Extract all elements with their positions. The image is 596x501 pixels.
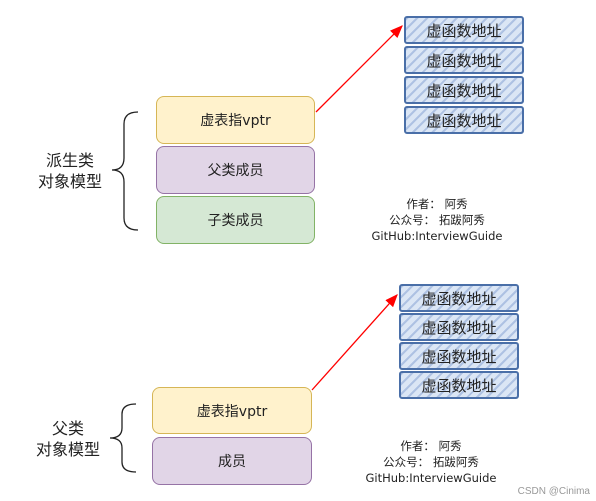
bottom-author-line1: 作者： 阿秀 <box>400 439 462 453</box>
bottom-vptr-arrow <box>311 294 398 391</box>
bottom-vtable-entry: 虚函数地址 <box>399 313 519 341</box>
top-vtable-entry-label: 虚函数地址 <box>426 51 502 70</box>
bottom-author-line2: 公众号： 拓跋阿秀 <box>383 455 479 469</box>
top-vtable-entry: 虚函数地址 <box>404 76 524 104</box>
bottom-vtable-entry-label: 虚函数地址 <box>421 289 497 308</box>
bottom-vtable-entry-label: 虚函数地址 <box>421 376 497 395</box>
top-model-label-line1: 派生类 <box>45 151 94 170</box>
top-vtable-entry-label: 虚函数地址 <box>426 21 502 40</box>
csdn-watermark: CSDN @Cinima <box>517 486 590 497</box>
top-vtable-entry-label: 虚函数地址 <box>426 111 502 130</box>
bottom-model-label: 父类 对象模型 <box>22 418 114 460</box>
top-vptr-label: 虚表指vptr <box>200 113 271 129</box>
bottom-author-note: 作者： 阿秀 公众号： 拓跋阿秀 GitHub:InterviewGuide <box>346 438 516 486</box>
top-author-line3: GitHub:InterviewGuide <box>371 229 503 243</box>
bottom-vtable-entry: 虚函数地址 <box>399 371 519 399</box>
top-vptr-block: 虚表指vptr <box>156 96 315 144</box>
bottom-author-line3: GitHub:InterviewGuide <box>365 471 497 485</box>
top-model-label-line2: 对象模型 <box>37 172 102 191</box>
top-model-label: 派生类 对象模型 <box>24 150 116 192</box>
bottom-vtable-entry: 虚函数地址 <box>399 284 519 312</box>
bottom-model-label-line2: 对象模型 <box>35 440 100 459</box>
top-vptr-arrow <box>315 25 403 113</box>
bottom-model-label-line1: 父类 <box>51 419 84 438</box>
top-parent-members-label: 父类成员 <box>207 163 264 179</box>
bottom-vtable-entry-label: 虚函数地址 <box>421 318 497 337</box>
top-vtable-entry: 虚函数地址 <box>404 16 524 44</box>
bottom-brace <box>109 403 137 473</box>
top-author-line2: 公众号： 拓跋阿秀 <box>389 213 485 227</box>
bottom-vtable-entry-label: 虚函数地址 <box>421 347 497 366</box>
top-vtable-entry-label: 虚函数地址 <box>426 81 502 100</box>
top-parent-members-block: 父类成员 <box>156 146 315 194</box>
bottom-vtable-entry: 虚函数地址 <box>399 342 519 370</box>
bottom-members-label: 成员 <box>218 454 246 470</box>
top-vtable-entry: 虚函数地址 <box>404 46 524 74</box>
bottom-vptr-block: 虚表指vptr <box>152 387 312 434</box>
top-vtable-entry: 虚函数地址 <box>404 106 524 134</box>
top-author-line1: 作者： 阿秀 <box>406 197 468 211</box>
bottom-vptr-label: 虚表指vptr <box>196 403 268 420</box>
top-child-members-label: 子类成员 <box>207 213 264 229</box>
bottom-members-block: 成员 <box>152 437 312 485</box>
top-brace <box>111 111 139 231</box>
top-author-note: 作者： 阿秀 公众号： 拓跋阿秀 GitHub:InterviewGuide <box>352 196 522 244</box>
top-child-members-block: 子类成员 <box>156 196 315 244</box>
